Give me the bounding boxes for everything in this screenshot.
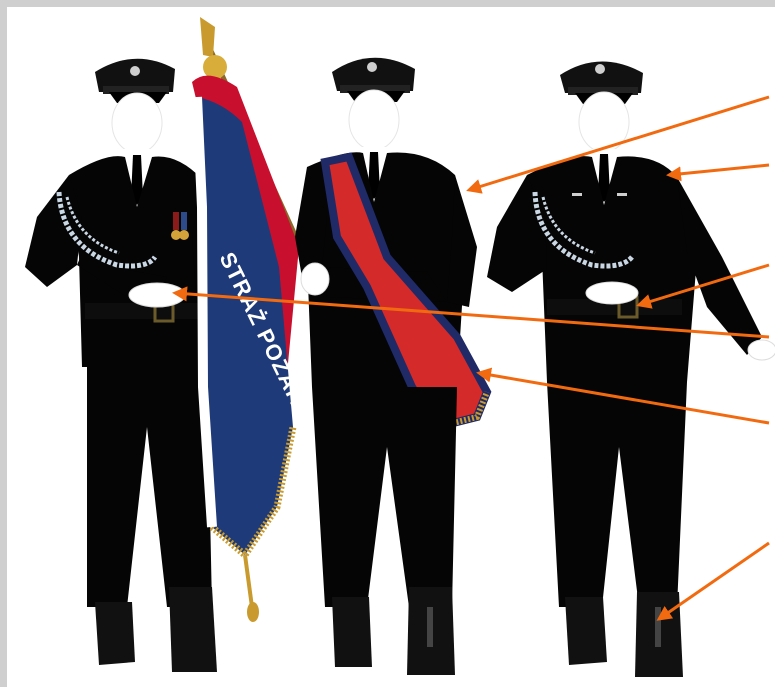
figure-right-guard: [487, 61, 775, 677]
figure-left-guard: [25, 59, 217, 672]
boot-middle-1: [332, 597, 372, 667]
glove-middle: [301, 263, 329, 295]
glove-right-2: [748, 340, 775, 360]
boot-left-2: [169, 587, 217, 672]
illustration-canvas: STRAŻ POŻARNA: [7, 7, 775, 687]
glove-left: [129, 283, 185, 307]
honor-guard-illustration: STRAŻ POŻARNA: [7, 7, 775, 687]
figure-standard-bearer: [295, 58, 487, 675]
callout-arrow-shoulder-insignia: [669, 165, 769, 175]
jacket-right: [527, 156, 697, 382]
face-middle: [349, 90, 399, 150]
boot-right-1: [565, 597, 607, 665]
face-left: [112, 93, 162, 153]
glove-right: [586, 282, 638, 304]
boot-left-1: [95, 602, 135, 665]
standard-flag: STRAŻ POŻARNA: [192, 17, 325, 622]
